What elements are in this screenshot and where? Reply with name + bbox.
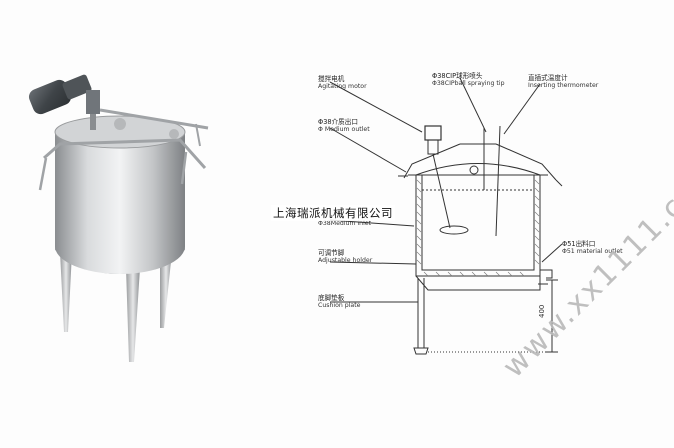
thermometer-label-en: Inserting thermometer (528, 82, 599, 89)
medium-inlet-label-en: Φ38Medium inlet (318, 220, 372, 227)
medium-outlet-label-en: Φ Medium outlet (318, 126, 370, 133)
tank-photo (0, 40, 290, 370)
thermometer-label-cn: 直插式温度计 (528, 74, 568, 82)
tank-leg (126, 268, 140, 362)
tank-leg (60, 252, 72, 332)
agitating-motor (29, 74, 100, 130)
agitating-motor-label-cn: 搅拌电机 (318, 75, 345, 83)
tank-schematic (290, 40, 674, 370)
schematic-motor (424, 125, 442, 141)
cip-ball-label-cn: Φ38CIP球形喷头 (432, 72, 483, 80)
cushion-plate-label-cn: 底脚垫板 (318, 294, 345, 302)
material-outlet-label-en: Φ51 material outlet (562, 248, 623, 255)
medium-outlet-label-cn: Φ38介质出口 (318, 118, 358, 126)
company-name: 上海瑞派机械有限公司 (271, 205, 395, 221)
cushion-plate-label-en: Cushion plate (318, 302, 361, 309)
tank-leg (160, 252, 172, 328)
adjustable-holder-label-en: Adjustable holder (318, 257, 373, 264)
agitating-motor-label-en: Agitating motor (318, 83, 367, 90)
material-outlet-label-cn: Φ51出料口 (562, 240, 596, 248)
cip-ball-label-en: Φ38CIPball spraying tip (432, 80, 505, 87)
adjustable-holder-label-cn: 可调节脚 (318, 249, 345, 257)
